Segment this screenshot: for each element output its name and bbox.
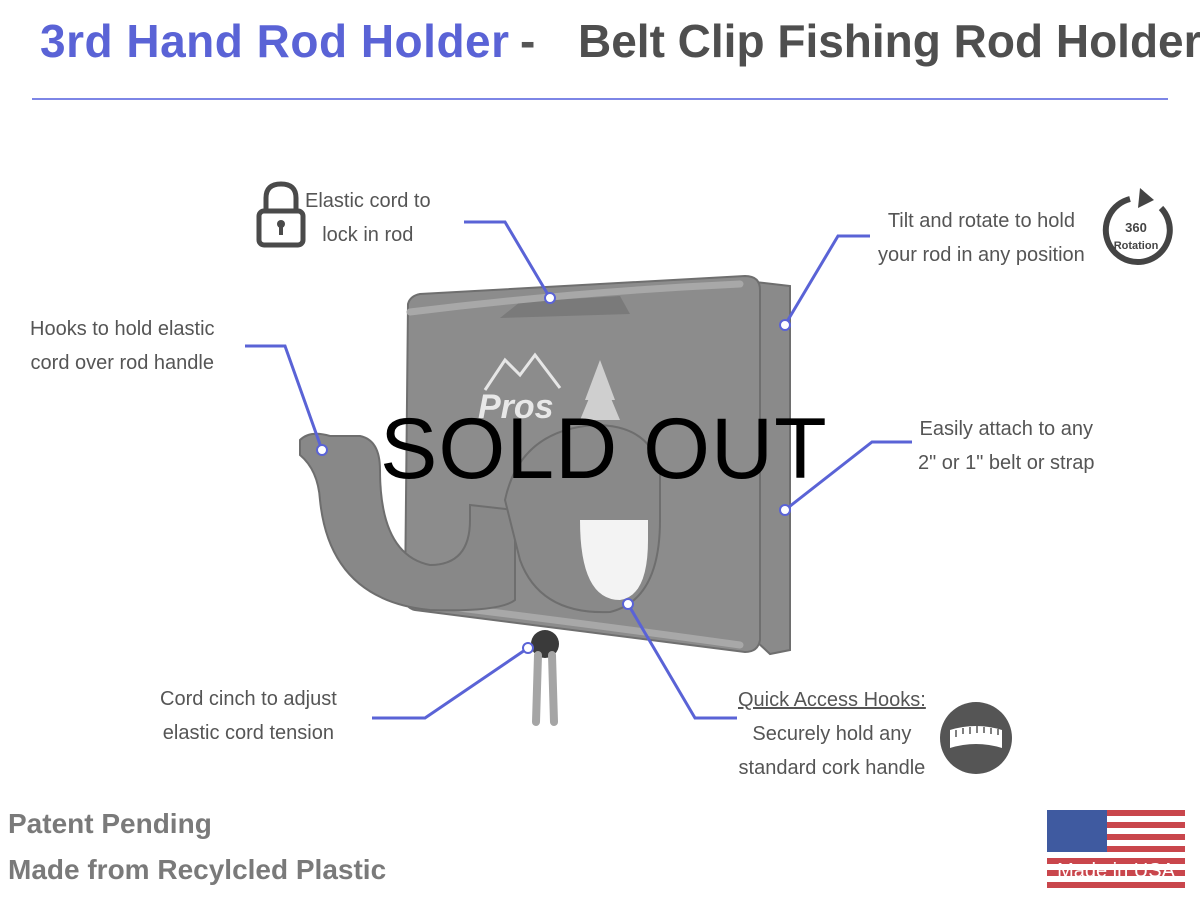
leader-dot [544,292,556,304]
leader-lines [245,220,912,720]
leader-attach [784,440,912,512]
leader-dot [316,444,328,456]
left-hook [299,432,516,612]
callout-cord-cinch-line2: elastic cord tension [162,722,334,744]
usa-flag-icon [1047,810,1185,888]
callout-attach-line1: Easily attach to any [919,418,1093,440]
callout-tilt-rotate: Tilt and rotate to hold your rod in any … [878,204,1085,272]
callout-cord-cinch-line1: Cord cinch to adjust [160,688,337,710]
callout-cord-cinch: Cord cinch to adjust elastic cord tensio… [160,682,337,750]
tree-icon [580,360,620,420]
leader-quick-access [626,603,737,720]
product-subtitle: Belt Clip Fishing Rod Holder [578,15,1200,67]
callout-tilt-rotate-line2: your rod in any position [878,244,1085,266]
callout-quick-access: Quick Access Hooks: Securely hold any st… [738,683,926,785]
callout-hooks-line1: Hooks to hold elastic [30,318,215,340]
callout-quick-access-line2: standard cork handle [738,757,926,779]
top-elastic-cord [406,280,744,316]
leader-dot [622,598,634,610]
leader-dot [779,504,791,516]
product-logo: Pros [478,388,554,426]
lock-icon [256,181,306,248]
callout-quick-access-line1: Securely hold any [752,723,912,745]
cinch-cord-ends [532,651,558,726]
leader-dot [522,642,534,654]
callout-elastic-cord: Elastic cord to lock in rod [305,184,431,252]
callout-hooks-line2: cord over rod handle [30,352,214,374]
callout-tilt-rotate-line1: Tilt and rotate to hold [887,210,1075,232]
title-divider [32,98,1168,100]
patent-pending-text: Patent Pending [8,808,212,839]
ruler-icon [940,702,1012,774]
leader-dots [316,292,791,654]
leader-tilt-rotate [783,234,870,326]
mountain-icon [483,352,562,391]
right-hook-opening [580,520,648,600]
leader-dot [779,319,791,331]
callout-hooks: Hooks to hold elastic cord over rod hand… [30,312,215,380]
product-title: 3rd Hand Rod Holder [40,15,510,67]
leader-elastic-cord [464,220,552,299]
made-in-usa-label: Made in USA [1057,860,1175,882]
title-separator: - [520,15,536,67]
rotation-number: 360 [1125,220,1147,235]
rotation-label: Rotation [1114,240,1159,252]
leader-hooks [245,344,324,451]
callout-elastic-cord-line2: lock in rod [322,224,414,246]
rotation-icon: 360 Rotation [1102,188,1173,266]
callout-quick-access-title: Quick Access Hooks: [738,689,926,711]
sold-out-overlay: SOLD OUT [380,401,828,497]
callout-attach: Easily attach to any 2" or 1" belt or st… [918,412,1095,480]
leader-cord-cinch [372,646,529,720]
callout-elastic-cord-line1: Elastic cord to [305,190,431,212]
recycled-material-text: Made from Recylcled Plastic [8,854,387,885]
callout-attach-line2: 2" or 1" belt or strap [918,452,1095,474]
